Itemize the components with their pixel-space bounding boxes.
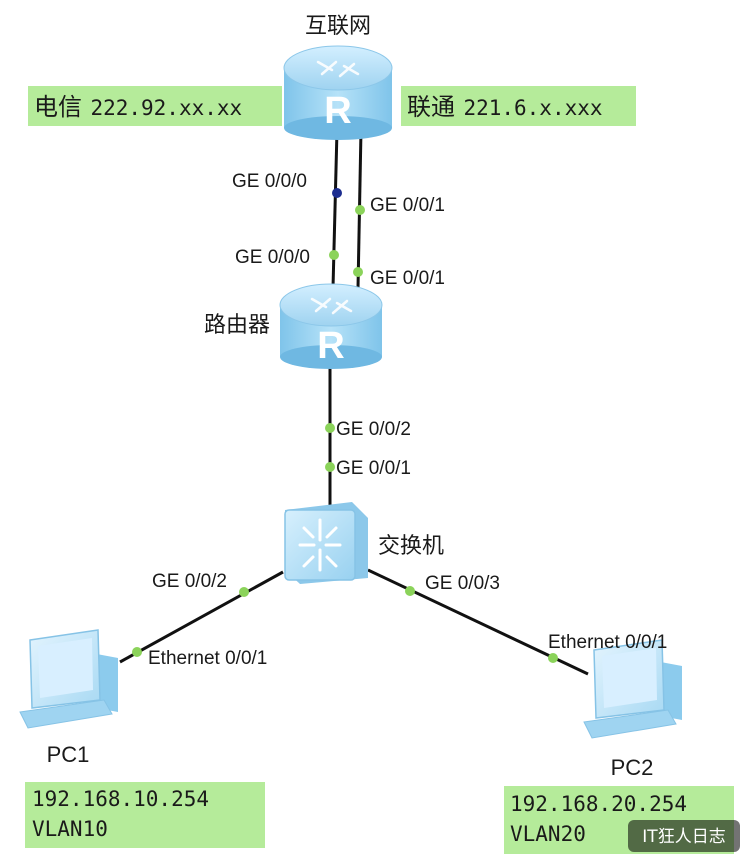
router-label: 路由器	[204, 313, 270, 338]
link-switch-pc1	[119, 570, 284, 664]
links	[119, 129, 589, 676]
router-icon: R	[279, 283, 383, 369]
port-dot-router-ge000	[329, 250, 339, 260]
port-labels: GE 0/0/0 GE 0/0/1 GE 0/0/0 GE 0/0/1 GE 0…	[148, 171, 667, 669]
pc2-icon	[583, 639, 682, 739]
unicom-box: 联通 221.6.x.xxx	[401, 86, 636, 126]
port-dot-router-ge001	[353, 267, 363, 277]
port-dot-inet-ge001	[355, 205, 365, 215]
port-label-inet-ge000: GE 0/0/0	[232, 171, 307, 192]
pc2-ip: 192.168.20.254	[510, 792, 687, 816]
pc1-info-box: 192.168.10.254 VLAN10	[25, 782, 265, 848]
link-telecom	[331, 129, 339, 289]
port-dot-pc1-eth	[132, 647, 142, 657]
telecom-name: 电信	[34, 93, 82, 121]
port-dots	[132, 188, 558, 663]
svg-text:联通 221.6.x.xxx: 联通 221.6.x.xxx	[407, 93, 603, 121]
port-label-pc1-eth: Ethernet 0/0/1	[148, 648, 267, 669]
telecom-box: 电信 222.92.xx.xx	[28, 86, 282, 126]
port-label-router-ge001: GE 0/0/1	[370, 268, 445, 289]
switch-icon	[284, 502, 368, 584]
port-label-pc2-eth: Ethernet 0/0/1	[548, 632, 667, 653]
port-label-router-ge000: GE 0/0/0	[235, 247, 310, 268]
port-dot-inet-ge000	[332, 188, 342, 198]
internet-router-icon: R	[283, 45, 393, 140]
port-dot-switch-ge003	[405, 586, 415, 596]
unicom-ip: 221.6.x.xxx	[463, 96, 602, 120]
telecom-ip: 222.92.xx.xx	[90, 96, 242, 120]
svg-text:R: R	[317, 325, 344, 367]
svg-text:R: R	[324, 90, 351, 132]
pc1-ip: 192.168.10.254	[32, 787, 209, 811]
port-dot-router-ge002	[325, 423, 335, 433]
watermark: IT狂人日志	[628, 820, 740, 852]
port-dot-pc2-eth	[548, 653, 558, 663]
port-dot-switch-ge002	[239, 587, 249, 597]
port-label-router-ge002: GE 0/0/2	[336, 419, 411, 440]
port-label-switch-ge003: GE 0/0/3	[425, 573, 500, 594]
port-dot-switch-ge001	[325, 462, 335, 472]
port-label-switch-ge002: GE 0/0/2	[152, 571, 227, 592]
pc2-label: PC2	[611, 755, 654, 780]
pc1-vlan: VLAN10	[32, 817, 108, 841]
pc2-vlan: VLAN20	[510, 822, 586, 846]
pc1-label: PC1	[47, 742, 90, 767]
pc1-icon	[19, 629, 118, 729]
watermark-text: IT狂人日志	[642, 827, 725, 847]
port-label-switch-ge001: GE 0/0/1	[336, 458, 411, 479]
switch-label: 交换机	[378, 534, 444, 559]
svg-text:电信 222.92.xx.xx: 电信 222.92.xx.xx	[34, 93, 242, 121]
unicom-name: 联通	[407, 93, 455, 121]
port-label-inet-ge001: GE 0/0/1	[370, 195, 445, 216]
internet-router-label: 互联网	[305, 14, 371, 39]
